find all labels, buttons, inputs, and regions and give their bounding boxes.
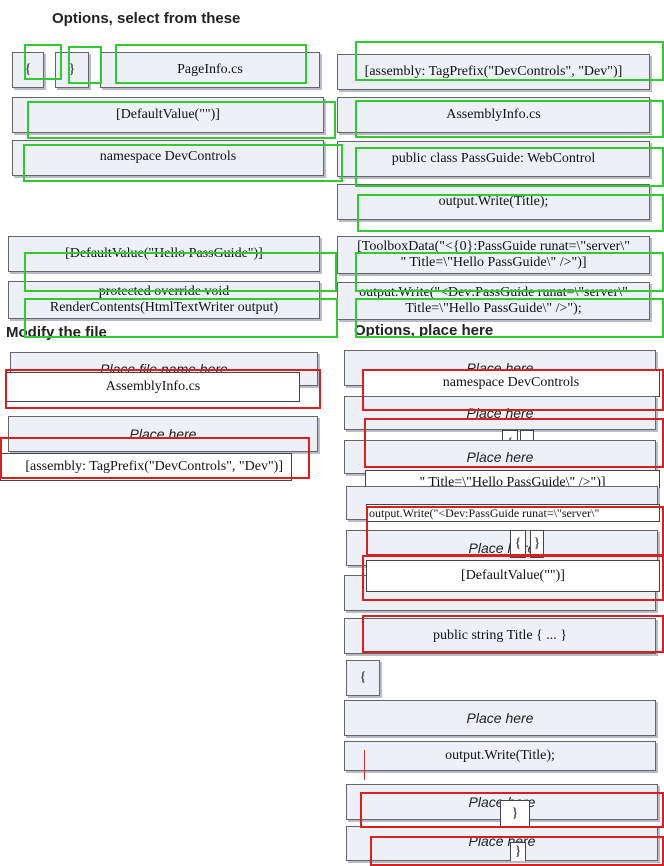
placed-default-value-empty-label: [DefaultValue("")] [461, 568, 565, 583]
place-slot-2-placeholder: Place here [466, 405, 534, 421]
red-connector-line [364, 750, 365, 780]
option-assembly-tagprefix-label: [assembly: TagPrefix("DevControls", "Dev… [364, 63, 623, 79]
option-close-brace-label: } [68, 61, 76, 77]
modify-slot-2[interactable]: Place here [8, 416, 318, 452]
option-render-contents-line2: RenderContents(HtmlTextWriter output) [49, 300, 279, 315]
option-assembly-tagprefix[interactable]: [assembly: TagPrefix("DevControls", "Dev… [337, 54, 650, 90]
option-close-brace[interactable]: } [55, 52, 89, 88]
static-output-write-title-label: output.Write(Title); [445, 747, 555, 763]
options-place-header: Options, place here [354, 322, 494, 339]
option-namespace-label: namespace DevControls [99, 149, 237, 164]
option-open-brace[interactable]: { [12, 52, 44, 88]
option-assemblyinfo[interactable]: AssemblyInfo.cs [337, 97, 650, 133]
placed-default-value-empty[interactable]: [DefaultValue("")] [366, 560, 660, 592]
option-public-class-label: public class PassGuide: WebControl [391, 150, 596, 166]
option-output-write-dev[interactable]: output.Write("<Dev:PassGuide runat=\"ser… [337, 282, 650, 320]
modify-slot-2-placeholder: Place here [129, 426, 197, 442]
option-output-write-dev-line2: Title=\"Hello PassGuide\" />"); [405, 301, 582, 316]
option-open-brace-label: { [24, 61, 32, 77]
placed-close-brace-3[interactable]: } [500, 800, 530, 828]
option-output-write-title[interactable]: output.Write(Title); [337, 184, 650, 220]
option-default-value-hello[interactable]: [DefaultValue("Hello PassGuide")] [8, 236, 320, 272]
option-toolbox-data-line2: " Title=\"Hello PassGuide\" />")] [400, 255, 587, 270]
placed-assembly-tagprefix-label: [assembly: TagPrefix("DevControls", "Dev… [25, 459, 283, 474]
options-select-header: Options, select from these [52, 10, 241, 27]
static-open-brace-label: { [359, 669, 367, 685]
placed-namespace[interactable]: namespace DevControls [362, 369, 660, 397]
placed-assembly-tagprefix[interactable]: [assembly: TagPrefix("DevControls", "Dev… [0, 453, 292, 481]
place-slot-3-placeholder: Place here [466, 449, 534, 465]
option-public-class[interactable]: public class PassGuide: WebControl [337, 141, 650, 177]
modify-file-header: Modify the file [6, 324, 107, 341]
option-toolbox-data[interactable]: [ToolboxData("<{0}:PassGuide runat=\"ser… [337, 236, 650, 274]
placed-close-brace-4[interactable]: } [510, 842, 526, 861]
placed-close-brace-3-label: } [511, 806, 519, 821]
option-default-value-empty[interactable]: [DefaultValue("")] [12, 97, 324, 133]
placed-output-write-dev-label: output.Write("<Dev:PassGuide runat=\"ser… [369, 505, 600, 520]
static-public-string-title: public string Title { ... } [344, 618, 656, 654]
place-slot-7-placeholder: Place here [466, 710, 534, 726]
placed-file-name-label: AssemblyInfo.cs [105, 379, 201, 394]
option-default-value-hello-label: [DefaultValue("Hello PassGuide")] [65, 245, 263, 261]
option-output-write-title-label: output.Write(Title); [438, 193, 549, 209]
option-assemblyinfo-label: AssemblyInfo.cs [446, 106, 541, 122]
static-output-write-title: output.Write(Title); [344, 741, 656, 771]
placed-output-write-dev[interactable]: output.Write("<Dev:PassGuide runat=\"ser… [366, 504, 660, 522]
static-public-string-title-label: public string Title { ... } [432, 627, 567, 643]
option-output-write-dev-line1: output.Write("<Dev:PassGuide runat=\"ser… [359, 284, 628, 300]
placed-open-brace-2[interactable]: { [510, 530, 526, 558]
place-slot-2[interactable]: Place here [344, 396, 656, 430]
placed-close-brace-2-label: } [533, 536, 541, 551]
static-open-brace: { [346, 660, 380, 696]
place-slot-9[interactable]: Place here [346, 826, 658, 861]
option-default-value-empty-label: [DefaultValue("")] [116, 106, 220, 122]
placed-file-name[interactable]: AssemblyInfo.cs [6, 372, 300, 402]
option-render-contents-line1: protected override void [98, 283, 230, 299]
placed-close-brace-4-label: } [514, 844, 522, 859]
placed-close-brace-2[interactable]: } [530, 530, 544, 558]
option-namespace[interactable]: namespace DevControls [12, 140, 324, 176]
placed-namespace-label: namespace DevControls [442, 375, 580, 390]
option-toolbox-data-line1: [ToolboxData("<{0}:PassGuide runat=\"ser… [357, 238, 630, 254]
option-pageinfo-label: PageInfo.cs [177, 61, 243, 77]
placed-open-brace-2-label: { [514, 536, 522, 551]
option-pageinfo[interactable]: PageInfo.cs [100, 52, 320, 88]
place-slot-3[interactable]: Place here [344, 440, 656, 474]
place-slot-7[interactable]: Place here [344, 700, 656, 736]
option-render-contents[interactable]: protected override void RenderContents(H… [8, 281, 320, 319]
